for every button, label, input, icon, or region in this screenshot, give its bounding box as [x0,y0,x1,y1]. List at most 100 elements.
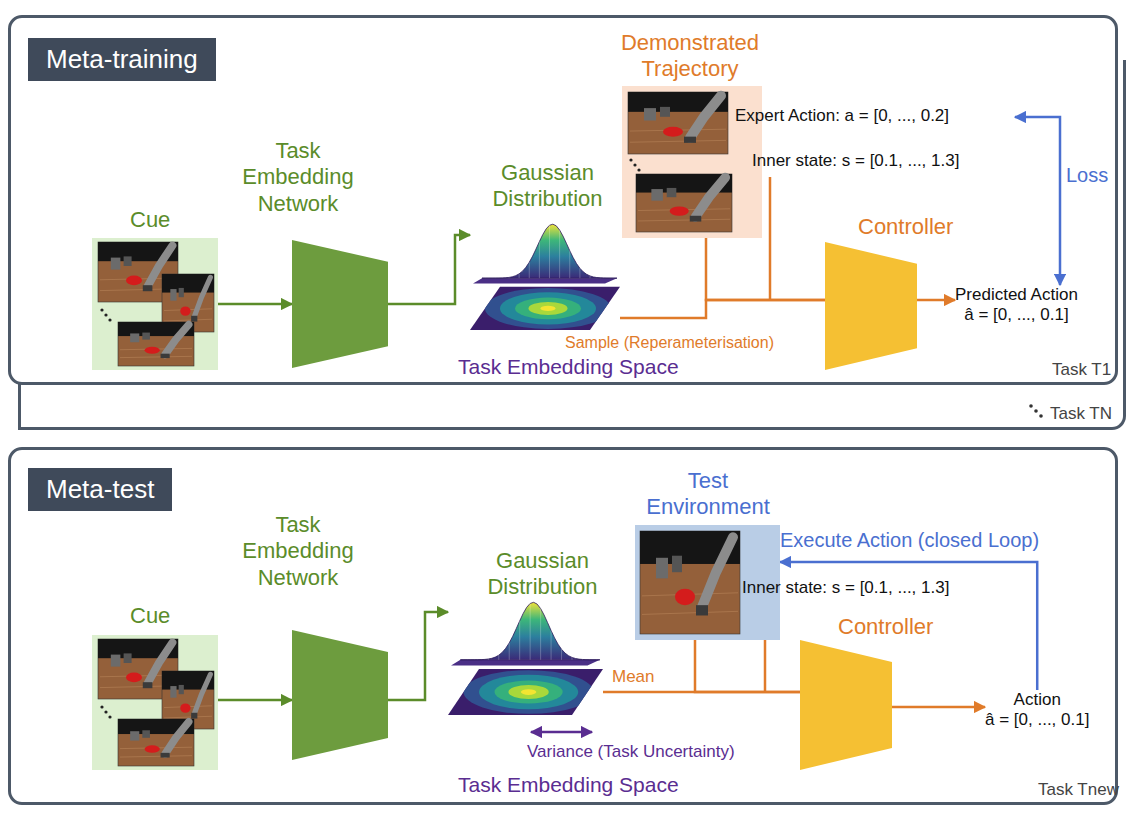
mesh-line [519,274,520,278]
mesh-line [572,657,573,659]
gripper [690,216,702,222]
task-tag: Task Tnew [1038,780,1119,800]
mesh-line [551,631,552,660]
node-label: Test Environment [628,468,788,521]
target-dot [663,127,683,137]
trapezoid [292,630,388,760]
node-label: Task TN [1050,404,1112,424]
gripper [143,682,153,688]
gripper [161,354,170,358]
mesh-line [592,659,593,660]
target-dot [180,306,190,315]
mesh-line [610,278,611,279]
node-label: Task Embedding Network [230,512,366,591]
node-label: Inner state: s = [0.1, ..., 1.3] [752,151,959,171]
connector-arrow [218,699,292,702]
connector-arrow [892,706,985,709]
node-label: Cue [130,207,170,233]
robot-arm [702,537,733,607]
contour [500,292,596,324]
mesh-line [539,242,540,279]
ellipsis-dot [633,163,636,166]
trapezoid-shape [800,640,892,770]
density-sheet [473,278,617,283]
mesh-line [561,649,562,660]
environment-box: Test EnvironmentInner state: s = [0.1, .… [635,525,780,640]
action-output: Actionâ = [0, ..., 0.1] [985,690,1089,731]
mesh-line [488,659,489,661]
edge-label: Loss [1066,163,1108,187]
robot-arm [194,277,210,316]
ellipsis-dot [1039,414,1043,418]
action-text: Action [985,690,1089,710]
connector-arrow [620,300,825,318]
ellipsis-dot [629,158,632,161]
edge-label: Sample (Reperameterisation) [565,333,774,352]
controller-trapezoid: Controller [800,640,892,770]
connector-arrow [695,640,800,692]
node-label: Gaussian Distribution [470,548,615,601]
contour [479,675,578,710]
mesh-line [569,251,570,279]
action-text: â = [0, ..., 0.1] [955,305,1078,325]
mesh-line [540,609,541,660]
node-label: Controller [858,214,953,240]
density-surface [460,602,600,659]
target-dot [670,206,689,215]
mesh-line [509,277,510,279]
scene-object [124,653,132,663]
cue-box: Cue [92,635,218,770]
target-dot [126,673,142,683]
contour [515,298,581,320]
contour [541,306,556,311]
ellipsis-dot [108,715,111,718]
ellipsis-dot [1029,404,1033,408]
node-label: Task Embedding Network [230,138,366,217]
node-label: Controller [838,614,933,640]
scene-object [660,107,670,117]
scene-table [118,322,194,366]
gripper [161,753,170,758]
robot-arm [165,325,189,355]
gripper [191,713,197,719]
robot-arm [194,674,210,713]
mesh-line [519,621,520,660]
scene-object [170,289,176,301]
contour [529,302,568,315]
scene-object [170,686,176,698]
contour [485,288,611,329]
node-label: Cue [130,603,170,629]
encoder-trapezoid: Task Embedding Network [292,240,388,368]
trapezoid [292,240,388,368]
mesh-line [467,659,468,660]
gaussian-illustration [470,222,620,330]
gaussian-illustration [448,600,603,715]
target-dot [180,703,190,712]
target-dot [126,276,142,286]
node-label: Gaussian Distribution [475,160,620,213]
wood-grain [638,219,730,221]
panel-title: Meta-test [28,468,172,511]
controller-trapezoid: Controller [825,242,917,370]
density-surface [482,224,617,278]
connector-arrow [917,299,955,302]
gripper [191,316,197,322]
mesh-line [498,655,499,660]
wood-grain [642,611,738,614]
density-contours [485,288,611,329]
embedding-plane [470,287,620,330]
scene-object [179,288,184,297]
action-output: Predicted Actionâ = [0, ..., 0.1] [955,285,1078,326]
node-label: Inner state: s = [0.1, ..., 1.3] [742,578,949,598]
connector-arrow [706,238,825,300]
gripper [696,605,708,615]
task-tag: Task T1 [1052,360,1111,380]
contour [464,670,594,714]
scene-table [118,719,194,766]
density-contours [464,670,594,714]
wood-grain [120,756,192,757]
edge-label: Mean [612,667,655,687]
robot-arm [690,96,721,138]
scene-object [130,333,139,342]
